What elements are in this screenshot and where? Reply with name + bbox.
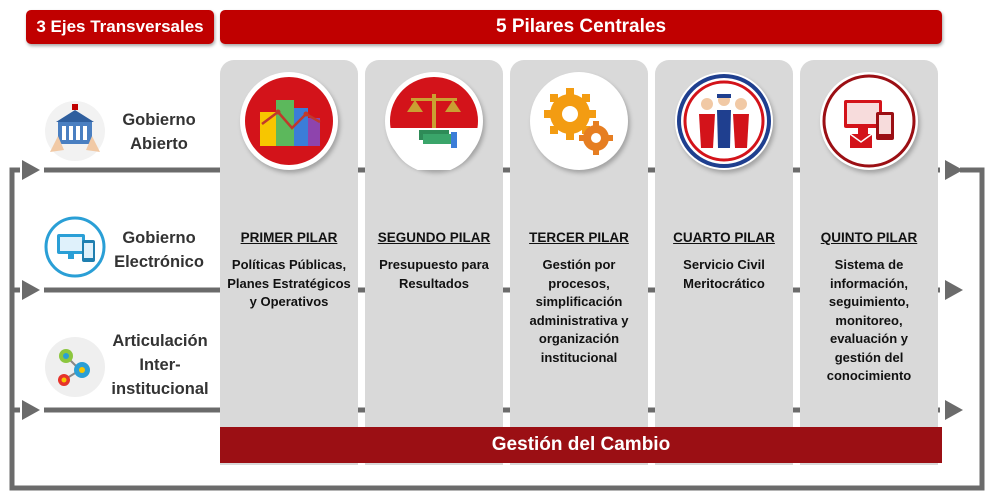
people-icon xyxy=(677,74,771,168)
change-management-bar: Gestión del Cambio xyxy=(220,427,942,463)
pillar-2-badge xyxy=(385,72,483,170)
axis-label-gobierno-electronico: Gobierno Electrónico xyxy=(114,229,204,271)
pillar-4-title: CUARTO PILAR xyxy=(673,230,775,245)
axis-label-articulacion: Articulación Inter-institucional xyxy=(111,332,209,398)
pillar-5-badge xyxy=(820,72,918,170)
scales-money-icon xyxy=(388,75,480,170)
pillar-4-description: Servicio Civil Meritocrático xyxy=(683,257,765,291)
pillar-1-title: PRIMER PILAR xyxy=(240,230,338,245)
pillar-2: SEGUNDO PILAR Presupuesto para Resultado… xyxy=(365,60,503,465)
pillar-3-description: Gestión por procesos, simplificación adm… xyxy=(529,257,629,365)
pillar-4-badge xyxy=(675,72,773,170)
pillar-1: PRIMER PILAR Políticas Públicas, Planes … xyxy=(220,60,358,465)
pillar-1-description: Políticas Públicas, Planes Estratégicos … xyxy=(227,257,351,309)
pillar-3-badge xyxy=(530,72,628,170)
pillar-5-description: Sistema de información, seguimiento, mon… xyxy=(826,257,912,383)
network-nodes-icon xyxy=(45,337,105,397)
pillar-3: TERCER PILAR Gestión por procesos, simpl… xyxy=(510,60,648,465)
buildings-chart-icon xyxy=(243,75,335,167)
pillar-5-title: QUINTO PILAR xyxy=(820,230,918,245)
monitor-tablet-icon xyxy=(822,74,916,168)
devices-icon xyxy=(44,216,106,278)
pillars-header: 5 Pilares Centrales xyxy=(220,10,942,44)
pillar-1-badge xyxy=(240,72,338,170)
axes-header: 3 Ejes Transversales xyxy=(26,10,214,44)
pillar-2-title: SEGUNDO PILAR xyxy=(377,230,491,245)
pillar-2-description: Presupuesto para Resultados xyxy=(379,257,489,291)
axis-label-gobierno-abierto: Gobierno Abierto xyxy=(122,111,196,153)
gears-icon xyxy=(534,76,624,166)
government-building-icon xyxy=(45,101,105,161)
pillar-3-title: TERCER PILAR xyxy=(529,230,629,245)
pillar-5: QUINTO PILAR Sistema de información, seg… xyxy=(800,60,938,465)
pillar-4: CUARTO PILAR Servicio Civil Meritocrátic… xyxy=(655,60,793,465)
